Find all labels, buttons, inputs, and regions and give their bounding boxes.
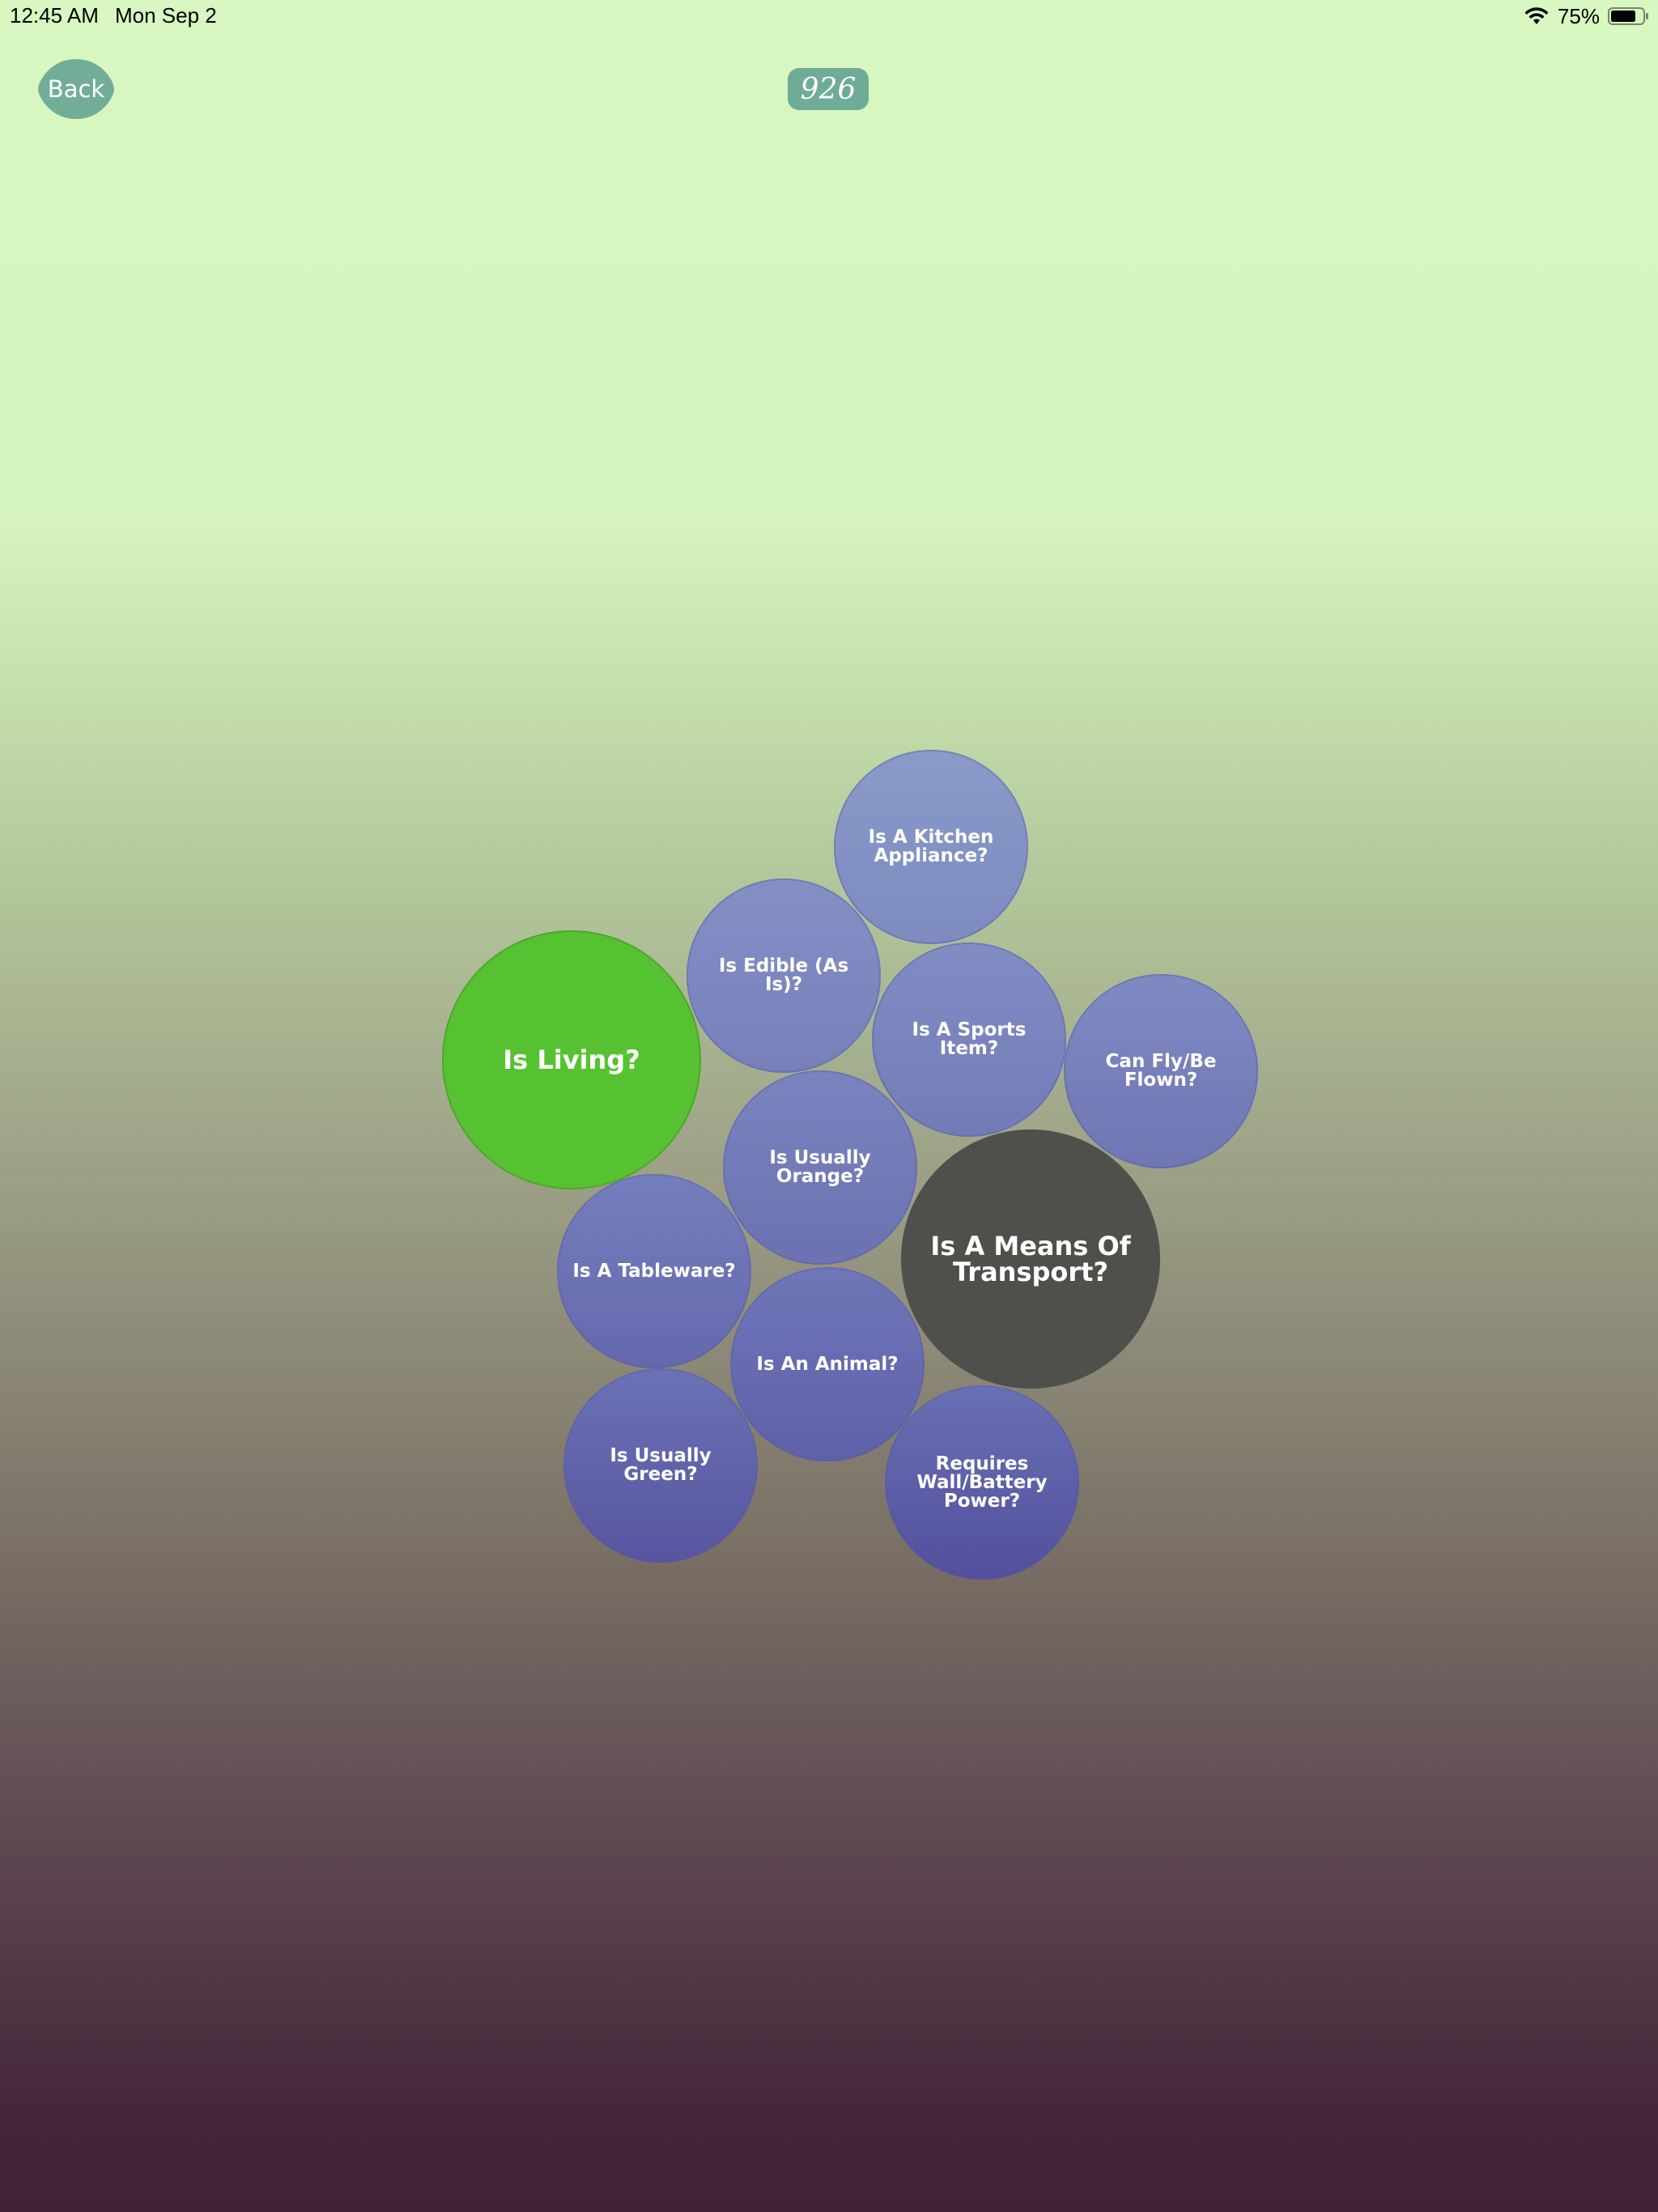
bubble-usually-orange-label: Is Usually Orange? (769, 1147, 871, 1187)
bubble-sports-item[interactable]: Is A Sports Item? (872, 942, 1066, 1137)
bubble-means-of-transport[interactable]: Is A Means Of Transport? (901, 1129, 1160, 1389)
status-time: 12:45 AM (10, 3, 99, 28)
bubble-requires-power-label: Requires Wall/Battery Power? (916, 1453, 1048, 1512)
bubble-usually-orange[interactable]: Is Usually Orange? (723, 1070, 917, 1265)
bubble-can-fly-label: Can Fly/Be Flown? (1105, 1051, 1217, 1091)
bubble-animal-label: Is An Animal? (756, 1353, 899, 1375)
bubble-means-of-transport-label: Is A Means Of Transport? (930, 1231, 1131, 1287)
bubble-requires-power[interactable]: Requires Wall/Battery Power? (885, 1385, 1079, 1580)
bubble-usually-green[interactable]: Is Usually Green? (563, 1368, 758, 1563)
bubble-animal[interactable]: Is An Animal? (730, 1267, 925, 1461)
bubble-kitchen-appliance-label: Is A Kitchen Appliance? (868, 827, 994, 866)
bubble-can-fly[interactable]: Can Fly/Be Flown? (1064, 974, 1258, 1168)
bubble-living-label: Is Living? (503, 1044, 640, 1075)
status-bar: 12:45 AM Mon Sep 2 75% (0, 0, 1658, 32)
battery-icon (1608, 7, 1648, 25)
status-right: 75% (1524, 3, 1650, 29)
bubble-usually-green-label: Is Usually Green? (610, 1445, 712, 1485)
bubble-kitchen-appliance[interactable]: Is A Kitchen Appliance? (834, 750, 1028, 944)
bubble-sports-item-label: Is A Sports Item? (912, 1019, 1027, 1059)
bubble-edible[interactable]: Is Edible (As Is)? (687, 878, 881, 1073)
back-button[interactable] (37, 57, 115, 121)
status-date: Mon Sep 2 (115, 3, 217, 28)
bubble-tableware[interactable]: Is A Tableware? (557, 1174, 751, 1368)
score-badge: 926 (788, 68, 869, 110)
bubble-living[interactable]: Is Living? (442, 930, 701, 1189)
battery-percent: 75% (1557, 3, 1600, 28)
bubble-edible-label: Is Edible (As Is)? (718, 955, 849, 995)
bubble-tableware-label: Is A Tableware? (572, 1260, 736, 1282)
wifi-icon (1524, 7, 1549, 24)
